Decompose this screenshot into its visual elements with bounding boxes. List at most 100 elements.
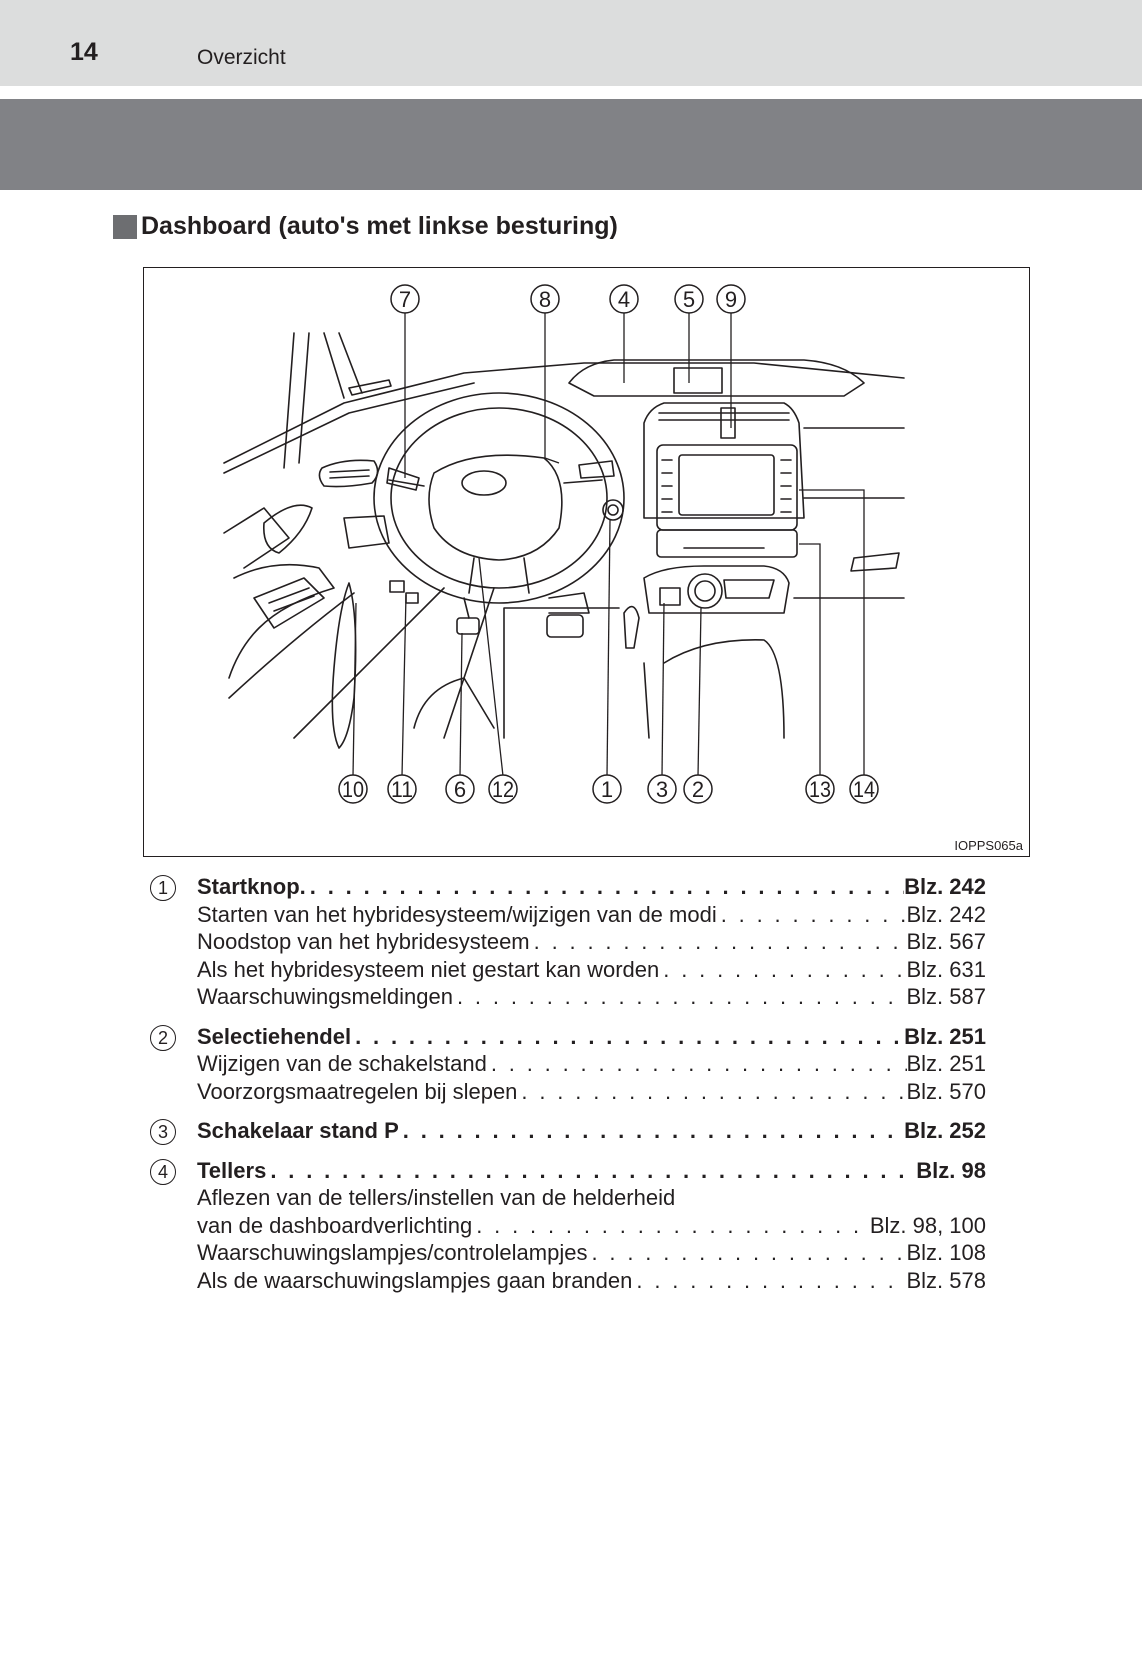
chapter-title: Overzicht <box>197 46 286 69</box>
callout-7-number: 7 <box>399 287 411 312</box>
callout-2-circle <box>683 774 713 804</box>
dot-leader <box>632 1267 906 1295</box>
header-band <box>0 0 1142 86</box>
callout-6-number: 6 <box>454 777 466 802</box>
callout-2: 2 <box>683 774 713 804</box>
callout-4-number: 4 <box>618 287 630 312</box>
callout-5-number: 5 <box>683 287 695 312</box>
callouts-bottom: 10 11 6 12 1 3 <box>338 774 879 804</box>
callout-5-circle <box>674 284 704 314</box>
legend-title: Selectiehendel <box>197 1023 352 1049</box>
legend-title-line: Startknop. Blz. 242 <box>150 873 986 901</box>
legend-subitem: Starten van het hybridesysteem/wijzigen … <box>150 901 986 929</box>
callout-10-number: 10 <box>342 777 364 802</box>
dashboard-illustration: 7 8 4 5 9 10 <box>223 284 905 804</box>
callout-2-number: 2 <box>692 777 704 802</box>
page-reference: Blz. 108 <box>906 1240 987 1265</box>
callout-11-circle <box>387 774 417 804</box>
callout-9-number: 9 <box>725 287 737 312</box>
callout-13-circle <box>805 774 835 804</box>
page-reference: Blz. 252 <box>904 1118 986 1143</box>
legend-title: Schakelaar stand P <box>197 1118 399 1143</box>
callout-11: 11 <box>387 774 417 804</box>
dot-leader <box>587 1239 906 1267</box>
dashboard-figure: 7 8 4 5 9 10 <box>143 267 1030 857</box>
callout-13: 13 <box>805 774 835 804</box>
page-reference: Blz. 98, 100 <box>869 1212 986 1238</box>
page-reference: Blz. 98 <box>916 1157 986 1183</box>
legend-subitem: Noodstop van het hybridesysteem Blz. 567 <box>150 928 986 956</box>
legend-subitem-text-only: Aflezen van de tellers/instellen van de … <box>197 1185 676 1210</box>
legend-subitem: Voorzorgsmaatregelen bij slepen Blz. 570 <box>150 1078 986 1106</box>
dot-leader <box>453 983 907 1011</box>
dot-leader <box>472 1212 870 1240</box>
legend-entry-2: 2 Selectiehendel Blz. 251 Wijzigen van d… <box>150 1023 986 1106</box>
callout-14: 14 <box>849 774 879 804</box>
page-number: 14 <box>70 38 98 66</box>
legend-subitem: Wijzigen van de schakelstand Blz. 251 <box>150 1050 986 1078</box>
page-reference: Blz. 631 <box>906 956 987 982</box>
section-band <box>0 99 1142 190</box>
legend-entry-4: 4 Tellers Blz. 98 Aflezen van de tellers… <box>150 1157 986 1295</box>
dot-leader <box>306 873 904 901</box>
dot-leader <box>517 1078 906 1106</box>
callout-14-circle <box>849 774 879 804</box>
subitem-text: van de dashboardverlichting <box>197 1212 473 1238</box>
dot-leader <box>717 901 907 929</box>
legend-title: Startknop. <box>197 874 306 899</box>
page-reference: Blz. 242 <box>906 901 987 927</box>
subitem-text: Als het hybridesysteem niet gestart kan … <box>197 956 660 982</box>
callout-8: 8 <box>530 284 560 314</box>
callout-3: 3 <box>647 774 677 804</box>
page-reference: Blz. 587 <box>906 984 987 1009</box>
page-reference: Blz. 242 <box>904 874 986 899</box>
callout-8-number: 8 <box>539 287 551 312</box>
dot-leader <box>530 928 907 956</box>
callout-12-number: 12 <box>492 777 514 802</box>
callout-7-circle <box>390 284 420 314</box>
subitem-text: Noodstop van het hybridesysteem <box>197 929 530 954</box>
square-bullet-icon <box>113 214 137 239</box>
page-reference: Blz. 578 <box>906 1267 987 1293</box>
legend-subitem: Waarschuwingslampjes/controlelampjes Blz… <box>150 1239 986 1267</box>
subitem-text: Als de waarschuwingslampjes gaan branden <box>197 1267 633 1293</box>
dot-leader <box>659 956 906 984</box>
dot-leader <box>487 1050 907 1078</box>
callout-6-circle <box>445 774 475 804</box>
callout-6: 6 <box>445 774 475 804</box>
legend-title-line: Selectiehendel Blz. 251 <box>150 1023 986 1051</box>
callout-7: 7 <box>390 284 420 314</box>
callout-leader-lines <box>352 312 865 777</box>
legend-number-4: 4 <box>150 1158 176 1185</box>
subitem-text: Voorzorgsmaatregelen bij slepen <box>197 1078 518 1104</box>
subitem-text: Starten van het hybridesysteem/wijzigen … <box>197 901 717 927</box>
callout-8-circle <box>530 284 560 314</box>
section-heading: Dashboard (auto's met linkse besturing) <box>113 212 618 241</box>
callout-11-number: 11 <box>391 777 413 802</box>
legend-number-3: 3 <box>150 1119 176 1145</box>
callout-5: 5 <box>674 284 704 314</box>
callout-3-circle <box>647 774 677 804</box>
legend-subitem: Als het hybridesysteem niet gestart kan … <box>150 956 986 984</box>
callout-10-circle <box>338 774 368 804</box>
callout-12-circle <box>488 774 518 804</box>
legend-entry-3: 3 Schakelaar stand P Blz. 252 <box>150 1117 986 1145</box>
dot-leader <box>399 1117 904 1145</box>
legend-subitem: Als de waarschuwingslampjes gaan branden… <box>150 1267 986 1295</box>
callout-4: 4 <box>609 284 639 314</box>
legend-title-line: Schakelaar stand P Blz. 252 <box>150 1117 986 1145</box>
section-heading-text: Dashboard (auto's met linkse besturing) <box>141 212 618 240</box>
page-reference: Blz. 567 <box>906 929 987 954</box>
page-reference: Blz. 570 <box>906 1078 987 1104</box>
callout-1-circle <box>592 774 622 804</box>
figure-image-id: IOPPS065a <box>954 838 1023 853</box>
legend-number-2: 2 <box>150 1024 176 1051</box>
callout-14-number: 14 <box>853 777 875 802</box>
callout-3-number: 3 <box>656 777 668 802</box>
legend-entry-1: 1 Startknop. Blz. 242 Starten van het hy… <box>150 873 986 1011</box>
dot-leader <box>266 1157 916 1185</box>
subitem-text: Waarschuwingsmeldingen <box>197 984 453 1009</box>
legend-subitem: Waarschuwingsmeldingen Blz. 587 <box>150 983 986 1011</box>
subitem-text: Waarschuwingslampjes/controlelampjes <box>197 1240 588 1265</box>
callout-9: 9 <box>716 284 746 314</box>
